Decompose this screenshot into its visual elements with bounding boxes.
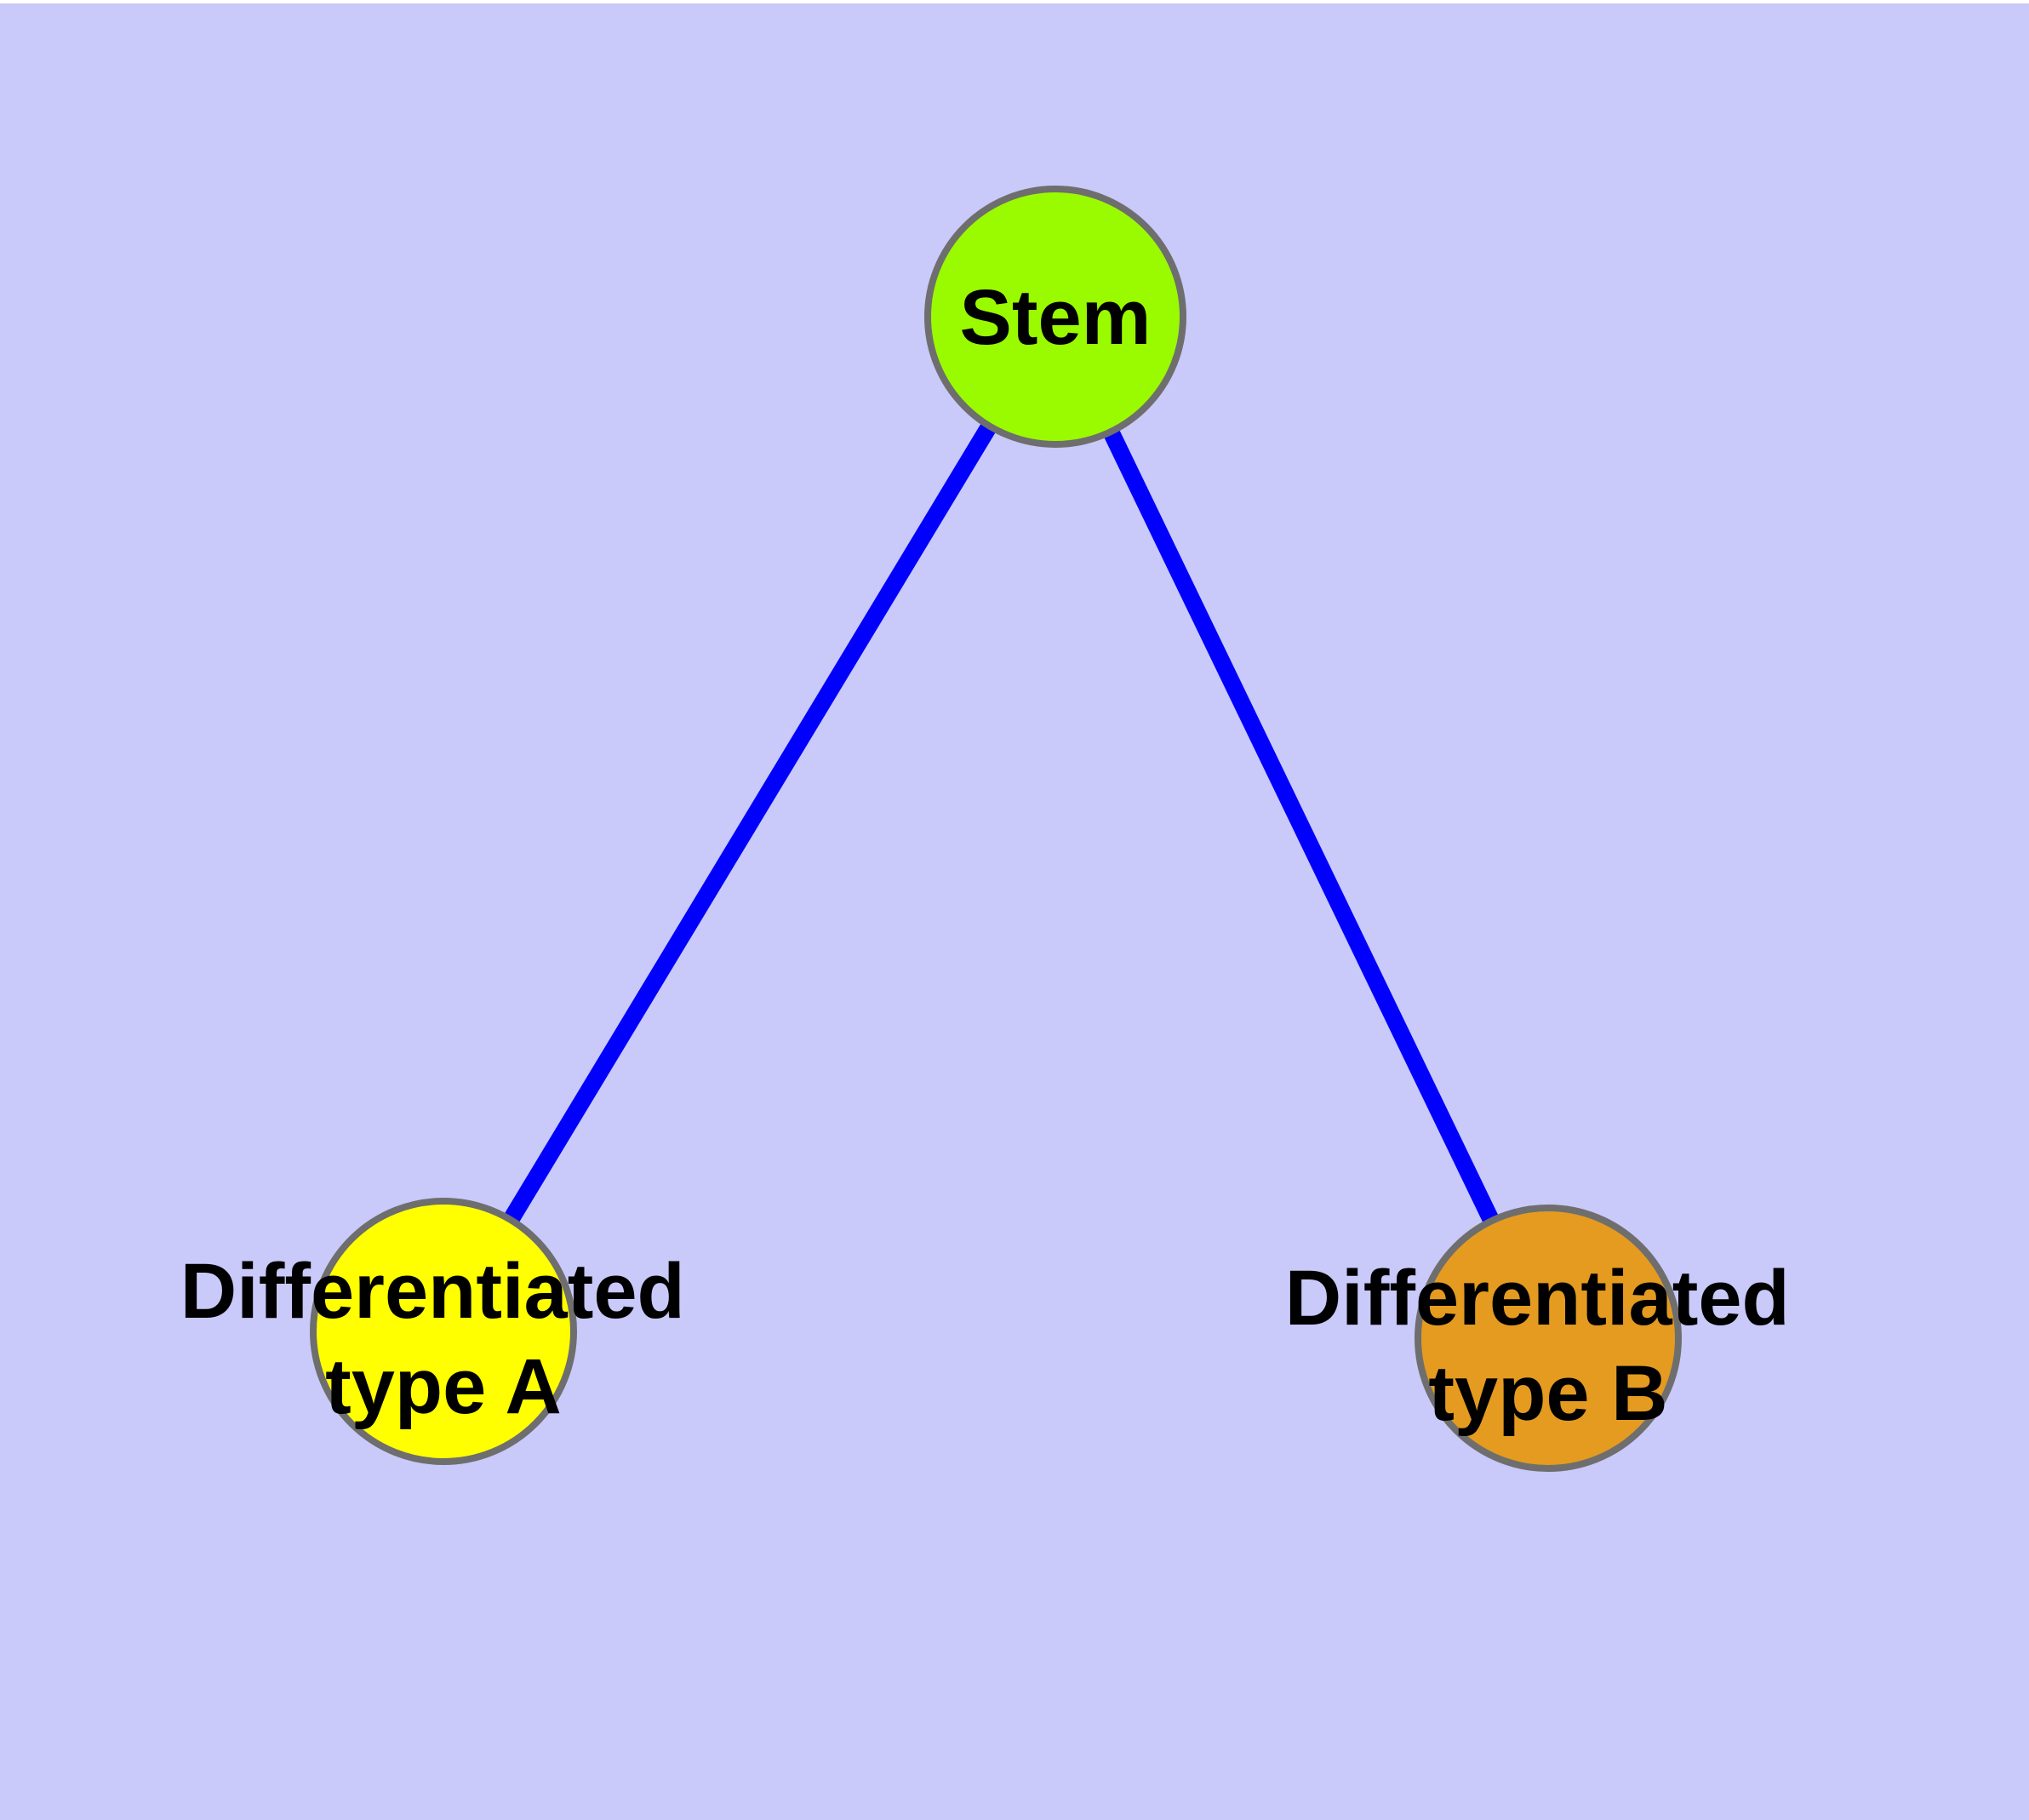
node-type-b-label-line2: type B <box>1428 1350 1667 1437</box>
node-type-b-label-line1: Differentiated <box>1285 1255 1790 1342</box>
node-type-b-label: Differentiated type B <box>1285 1255 1812 1437</box>
node-type-a-label-line1: Differentiated <box>180 1248 685 1335</box>
node-differentiated-type-b: Differentiated type B <box>1285 1205 1812 1472</box>
node-type-b-circle <box>1415 1205 1682 1472</box>
node-stem-label: Stem <box>960 274 1152 361</box>
node-type-a-circle <box>310 1198 577 1465</box>
node-stem: Stem <box>924 186 1186 448</box>
node-differentiated-type-a: Differentiated type A <box>180 1198 707 1465</box>
edge-stem-to-type-a <box>436 312 1063 1336</box>
edge-stem-to-type-b <box>1047 312 1557 1342</box>
node-type-a-label: Differentiated type A <box>180 1248 707 1430</box>
node-stem-circle <box>924 186 1186 448</box>
node-type-a-label-line2: type A <box>325 1343 562 1430</box>
